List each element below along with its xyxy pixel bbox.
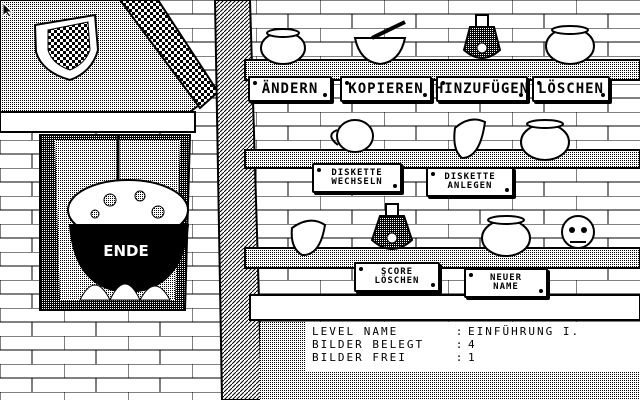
diskette-wechseln-button[interactable]: DISKETTE WECHSELN bbox=[312, 163, 402, 193]
neuer-name-label-2: NAME bbox=[493, 282, 519, 292]
mantel bbox=[0, 111, 196, 133]
neuer-name-button[interactable]: NEUER NAME bbox=[464, 268, 548, 298]
level-name-label: LEVEL NAME bbox=[312, 325, 399, 338]
hinzufuegen-button[interactable]: HINZUFÜGEN bbox=[434, 76, 530, 102]
cauldron-icon bbox=[67, 135, 190, 302]
shield-icon bbox=[33, 13, 100, 82]
diskette-wechseln-label-1: DISKETTE bbox=[331, 167, 383, 178]
loeschen-button[interactable]: LÖSCHEN bbox=[532, 76, 610, 102]
bilder-frei-value: 1 bbox=[468, 351, 477, 364]
diskette-wechseln-label-2: WECHSELN bbox=[331, 177, 383, 187]
jug-icon bbox=[453, 118, 487, 160]
pot-icon bbox=[545, 25, 595, 65]
pot-icon bbox=[520, 119, 570, 161]
aendern-label: ÄNDERN bbox=[261, 80, 319, 97]
diskette-anlegen-label-1: DISKETTE bbox=[444, 171, 496, 182]
bilder-belegt-separator: : bbox=[455, 338, 465, 351]
bilder-belegt-label: BILDER BELEGT bbox=[312, 338, 425, 351]
shelf-2 bbox=[244, 149, 640, 169]
neuer-name-label-1: NEUER bbox=[489, 272, 523, 283]
status-row-bilder-belegt: BILDER BELEGT : 4 bbox=[312, 338, 640, 351]
bilder-frei-label: BILDER FREI bbox=[312, 351, 407, 364]
pot-icon bbox=[481, 215, 531, 257]
mouse-cursor-icon bbox=[2, 2, 14, 18]
pitcher-icon bbox=[330, 119, 374, 153]
hinzufuegen-label: HINZUFÜGEN bbox=[434, 80, 530, 97]
diskette-anlegen-label-2: ANLEGEN bbox=[447, 181, 493, 191]
kopieren-button[interactable]: KOPIEREN bbox=[340, 76, 432, 102]
aendern-button[interactable]: ÄNDERN bbox=[248, 76, 332, 102]
status-row-level-name: LEVEL NAME : EINFÜHRUNG I. bbox=[312, 325, 640, 338]
level-name-separator: : bbox=[455, 325, 465, 338]
jug-icon bbox=[260, 28, 306, 65]
level-name-value: EINFÜHRUNG I. bbox=[468, 325, 581, 338]
score-loeschen-label-2: LÖSCHEN bbox=[374, 276, 420, 286]
potion-bottle-icon bbox=[370, 203, 414, 250]
bilder-frei-separator: : bbox=[455, 351, 465, 364]
potion-bottle-icon bbox=[462, 14, 502, 59]
jug-icon bbox=[290, 219, 327, 257]
kopieren-label: KOPIEREN bbox=[348, 80, 424, 97]
skull-icon bbox=[561, 215, 595, 249]
score-loeschen-label-1: SCORE bbox=[380, 266, 414, 277]
shelf-3 bbox=[244, 247, 640, 269]
loeschen-label: LÖSCHEN bbox=[537, 80, 604, 97]
status-row-bilder-frei: BILDER FREI : 1 bbox=[312, 351, 640, 364]
mortar-icon bbox=[353, 20, 407, 66]
diskette-anlegen-button[interactable]: DISKETTE ANLEGEN bbox=[426, 167, 514, 197]
ende-button[interactable]: ENDE bbox=[103, 242, 149, 260]
status-panel: LEVEL NAME : EINFÜHRUNG I. BILDER BELEGT… bbox=[312, 325, 640, 364]
bilder-belegt-value: 4 bbox=[468, 338, 477, 351]
score-loeschen-button[interactable]: SCORE LÖSCHEN bbox=[354, 262, 440, 292]
